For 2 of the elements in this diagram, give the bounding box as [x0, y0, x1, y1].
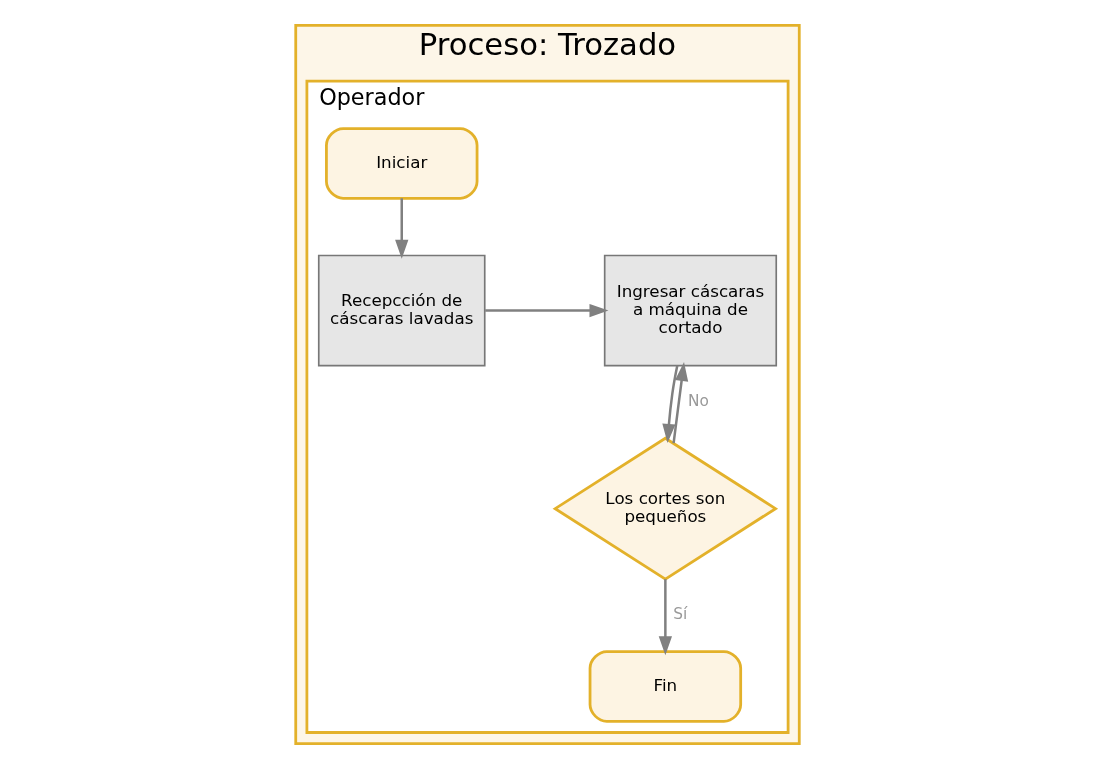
edge-label: Sí [672, 605, 687, 624]
edge-label: No [687, 391, 709, 410]
